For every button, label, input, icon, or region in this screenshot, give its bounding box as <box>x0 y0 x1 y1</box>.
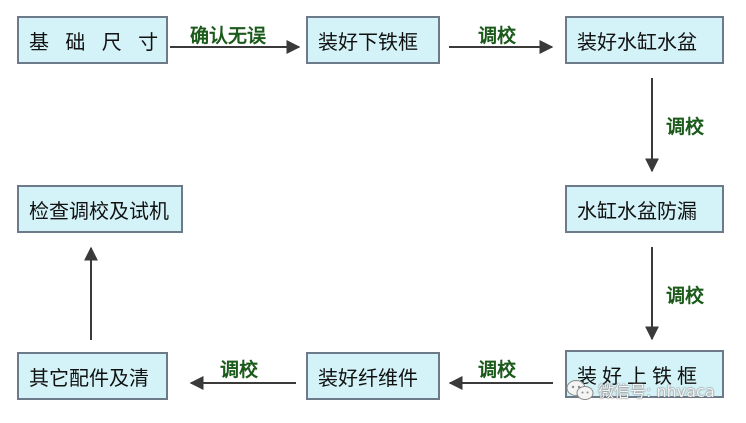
node-inspect: 检查调校及试机 <box>17 185 183 233</box>
watermark-text: 微信号: nhvaca <box>598 382 715 401</box>
edge-label-adjust: 调校 <box>220 359 259 381</box>
node-lower-frame: 装好下铁框 <box>306 16 440 64</box>
node-label: 装好水缸水盆 <box>577 29 697 54</box>
wechat-watermark: 微信号: nhvaca <box>566 378 715 402</box>
node-foundation-size: 基 础 尺 寸 <box>17 16 168 64</box>
node-label: 装好下铁框 <box>318 29 418 54</box>
node-label: 装好纤维件 <box>318 365 418 390</box>
wechat-icon <box>566 380 594 400</box>
node-label: 水缸水盆防漏 <box>577 198 697 223</box>
node-label: 装好上铁框 <box>577 363 702 388</box>
edge-label-adjust: 调校 <box>666 285 705 307</box>
edge-label-confirm: 确认无误 <box>190 25 267 47</box>
node-label: 检查调校及试机 <box>29 198 169 223</box>
node-fiber-parts: 装好纤维件 <box>306 352 440 400</box>
node-label: 其它配件及清 <box>29 365 149 390</box>
node-tank-basin: 装好水缸水盆 <box>565 16 724 64</box>
node-label: 基 础 尺 寸 <box>29 29 164 54</box>
edge-label-adjust: 调校 <box>478 359 517 381</box>
edge-label-adjust: 调校 <box>666 116 705 138</box>
node-leak-proof: 水缸水盆防漏 <box>565 185 724 233</box>
node-other-parts: 其它配件及清 <box>17 352 168 400</box>
edge-label-adjust: 调校 <box>478 25 517 47</box>
